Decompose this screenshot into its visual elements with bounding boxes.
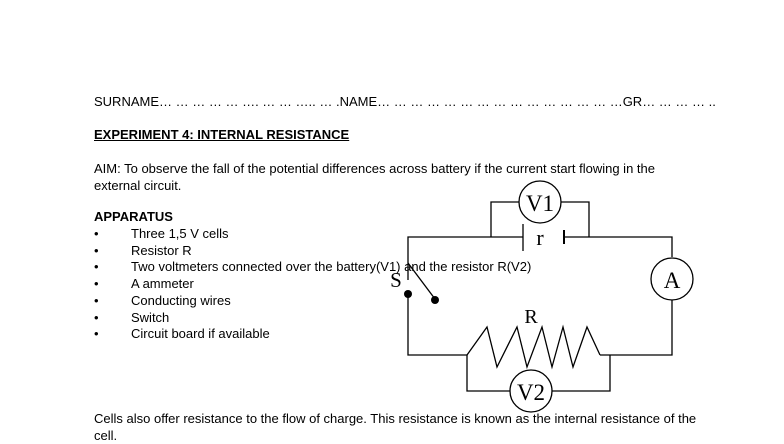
list-item: •Two voltmeters connected over the batte… (94, 259, 532, 275)
bullet-icon: • (94, 326, 99, 342)
apparatus-heading: APPARATUS (94, 209, 173, 224)
bullet-icon: • (94, 259, 99, 275)
voltmeter-v1 (518, 180, 562, 224)
voltmeter-v2 (509, 369, 553, 413)
experiment-title: EXPERIMENT 4: INTERNAL RESISTANCE (94, 127, 350, 142)
list-item: •Conducting wires (94, 292, 231, 308)
wire-top-left (407, 236, 523, 280)
bullet-icon: • (94, 226, 99, 241)
ammeter-label: A (664, 268, 681, 293)
list-item: •A ammeter (94, 276, 194, 292)
bullet-icon: • (94, 276, 99, 292)
aim-text: AIM: To observe the fall of the potentia… (94, 161, 655, 193)
wire-bottom-left (407, 294, 467, 356)
list-item: •Three 1,5 V cells (94, 226, 229, 241)
bullet-icon: • (94, 309, 99, 325)
resistor-label: R (524, 306, 538, 328)
wire-v1-left (490, 201, 519, 237)
list-item: •Circuit board if available (94, 326, 270, 342)
list-item: •Switch (94, 309, 170, 325)
wire-right (600, 300, 673, 356)
wire-v2-left (466, 355, 510, 392)
v2-label: V2 (517, 380, 545, 405)
list-item: •Resistor R (94, 242, 192, 258)
switch-lever (407, 262, 436, 300)
internal-resistance-text: Cells also offer resistance to the flow … (94, 411, 697, 443)
apparatus-list: •Three 1,5 V cells •Resistor R •Two volt… (94, 226, 532, 343)
wire-v2-right (552, 355, 611, 392)
v1-label: V1 (526, 191, 554, 216)
wire-v1-right (561, 201, 590, 237)
switch-contact-left (404, 290, 412, 298)
wire-top-right (564, 236, 673, 257)
resistor-r (466, 324, 601, 370)
bullet-icon: • (94, 242, 99, 258)
bullet-icon: • (94, 292, 99, 308)
switch-contact-right (431, 296, 439, 304)
internal-resistance-label: r (536, 225, 544, 250)
switch-label: S (390, 268, 402, 292)
student-info-line: SURNAME… … … … … …. … … ….. … .NAME… … …… (94, 94, 716, 109)
